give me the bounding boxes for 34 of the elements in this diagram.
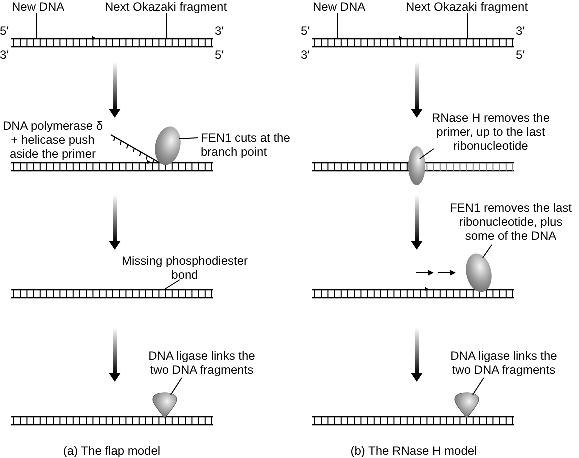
leader-line: [164, 280, 180, 290]
ligase-shape: [454, 392, 480, 419]
strand-end-label: 5′: [0, 24, 9, 38]
strand-end-label: 3′: [0, 48, 9, 62]
leader-line: [166, 12, 168, 40]
strand-end-label: 5′: [516, 48, 525, 62]
callout-text: Missing phosphodiester bond: [116, 254, 254, 282]
callout-text: FEN1 removes the last ribonucleotide, plus some of the DNA: [444, 201, 578, 243]
callout-text: DNA ligase links the two DNA fragments: [140, 349, 264, 377]
leader-line: [170, 378, 182, 396]
strand-end-label: 3′: [215, 24, 224, 38]
strand-end-label: 3′: [516, 24, 525, 38]
strand-end-label: 5′: [215, 48, 224, 62]
strand-end-label: 5′: [301, 24, 310, 38]
protein-ellipse: [408, 146, 426, 186]
callout-text: FEN1 cuts at the branch point: [201, 131, 297, 159]
ligase-shape: [152, 392, 178, 419]
callout-text: Next Okazaki fragment: [406, 0, 536, 14]
strand-end-label: 3′: [301, 48, 310, 62]
leader-line: [36, 12, 38, 40]
leader-line: [482, 244, 492, 258]
leader-line: [472, 378, 484, 396]
protein-ellipse: [466, 253, 492, 293]
callout-text: RNase H removes the primer, up to the last ribonucleotide: [430, 111, 552, 153]
callout-text: New DNA: [313, 0, 373, 14]
note-text: DNA polymerase δ + helicase push aside the primer: [2, 119, 104, 161]
panel-caption: (a) The flap model: [62, 444, 162, 458]
leader-line: [178, 138, 198, 140]
protein-ellipse: [155, 126, 181, 166]
callout-text: Next Okazaki fragment: [105, 0, 235, 14]
leader-line: [420, 148, 434, 160]
callout-text: DNA ligase links the two DNA fragments: [442, 349, 566, 377]
callout-text: New DNA: [12, 0, 72, 14]
panel-caption: (b) The RNase H model: [350, 444, 478, 458]
